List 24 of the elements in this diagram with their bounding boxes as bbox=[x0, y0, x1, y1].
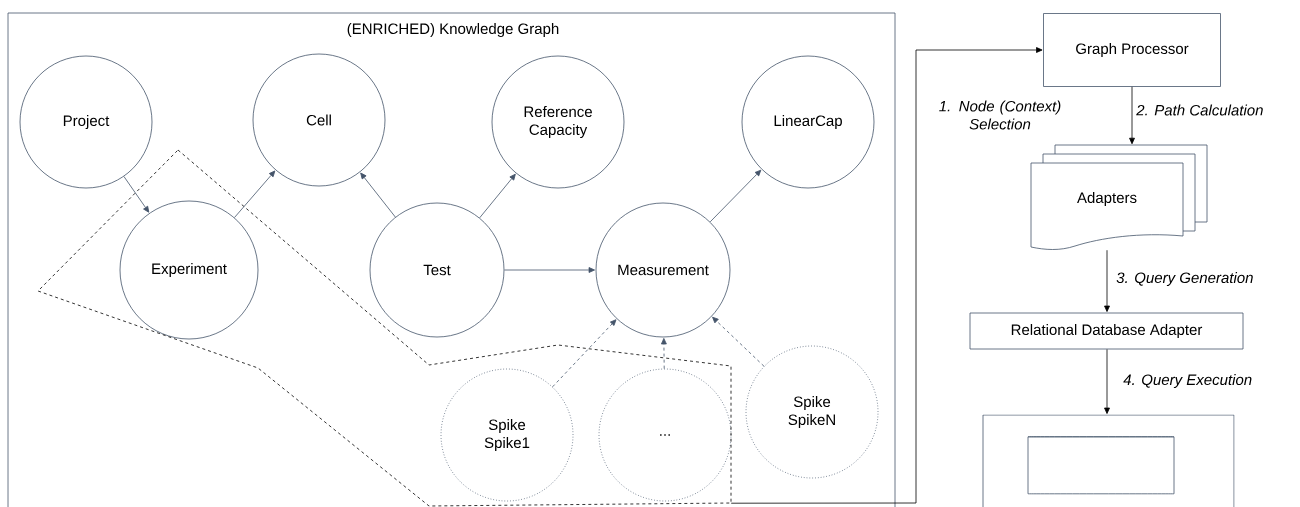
selection-outline bbox=[37, 149, 732, 507]
arrow bbox=[1104, 249, 1110, 312]
process-box: Graph Processor bbox=[1043, 13, 1221, 87]
arrow bbox=[661, 338, 667, 369]
arrow bbox=[479, 173, 516, 219]
arrow bbox=[234, 170, 276, 218]
arrow bbox=[1129, 86, 1135, 145]
edge-label: 2. Path Calculation bbox=[1135, 103, 1265, 117]
database-cylinder bbox=[1027, 436, 1175, 495]
database-box bbox=[982, 414, 1235, 507]
arrow bbox=[1104, 349, 1110, 414]
arrow bbox=[504, 267, 595, 273]
arrow bbox=[552, 319, 617, 388]
edge-label: 3. Query Generation bbox=[1115, 271, 1255, 287]
process-box: Relational Database Adapter bbox=[969, 312, 1244, 350]
document-stack: Adapters bbox=[1030, 144, 1208, 250]
edge-label: 1. Node (Context) Selection bbox=[929, 99, 1071, 131]
frame-title: (ENRICHED) Knowledge Graph bbox=[347, 23, 559, 37]
arrow bbox=[712, 316, 765, 367]
arrow bbox=[123, 176, 150, 213]
arrow bbox=[730, 47, 1043, 504]
arrow bbox=[709, 169, 762, 223]
edge-label: 4. Query Execution bbox=[1122, 373, 1254, 389]
arrow bbox=[360, 172, 396, 218]
